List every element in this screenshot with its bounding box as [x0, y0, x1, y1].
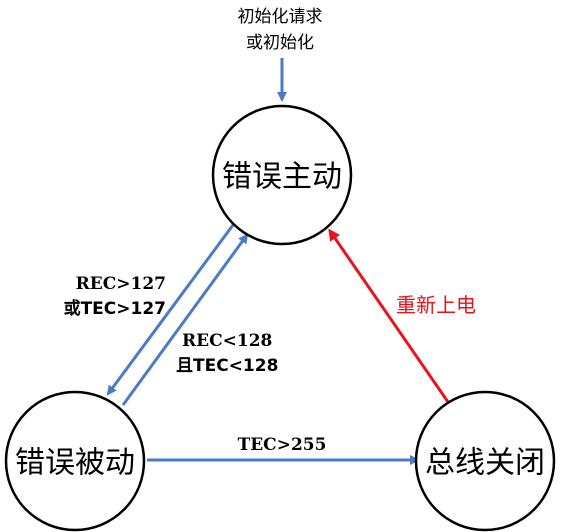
bus-off-label: 总线关闭 [425, 446, 545, 481]
active-to-passive-condition-1: REC>127 [76, 274, 166, 294]
active-to-passive-arrow [106, 224, 235, 396]
error-active-label: 错误主动 [222, 160, 342, 195]
error-passive-node [4, 390, 146, 532]
busoff-to-active-arrow [328, 228, 450, 403]
passive-to-active-condition-2: 且TEC<128 [176, 356, 278, 376]
bus-off-node [414, 390, 556, 532]
error-passive-label: 错误被动 [15, 446, 135, 481]
init-or-label: 或初始化 [246, 33, 314, 53]
error-active-node [211, 104, 353, 246]
passive-to-active-arrow [121, 233, 249, 406]
passive-to-active-condition-1: REC<128 [182, 331, 272, 351]
passive-to-busoff-condition: TEC>255 [238, 435, 327, 455]
init-request-label: 初始化请求 [238, 7, 323, 27]
busoff-to-active-condition: 重新上电 [396, 293, 476, 317]
active-to-passive-condition-2: 或TEC>127 [64, 298, 166, 319]
